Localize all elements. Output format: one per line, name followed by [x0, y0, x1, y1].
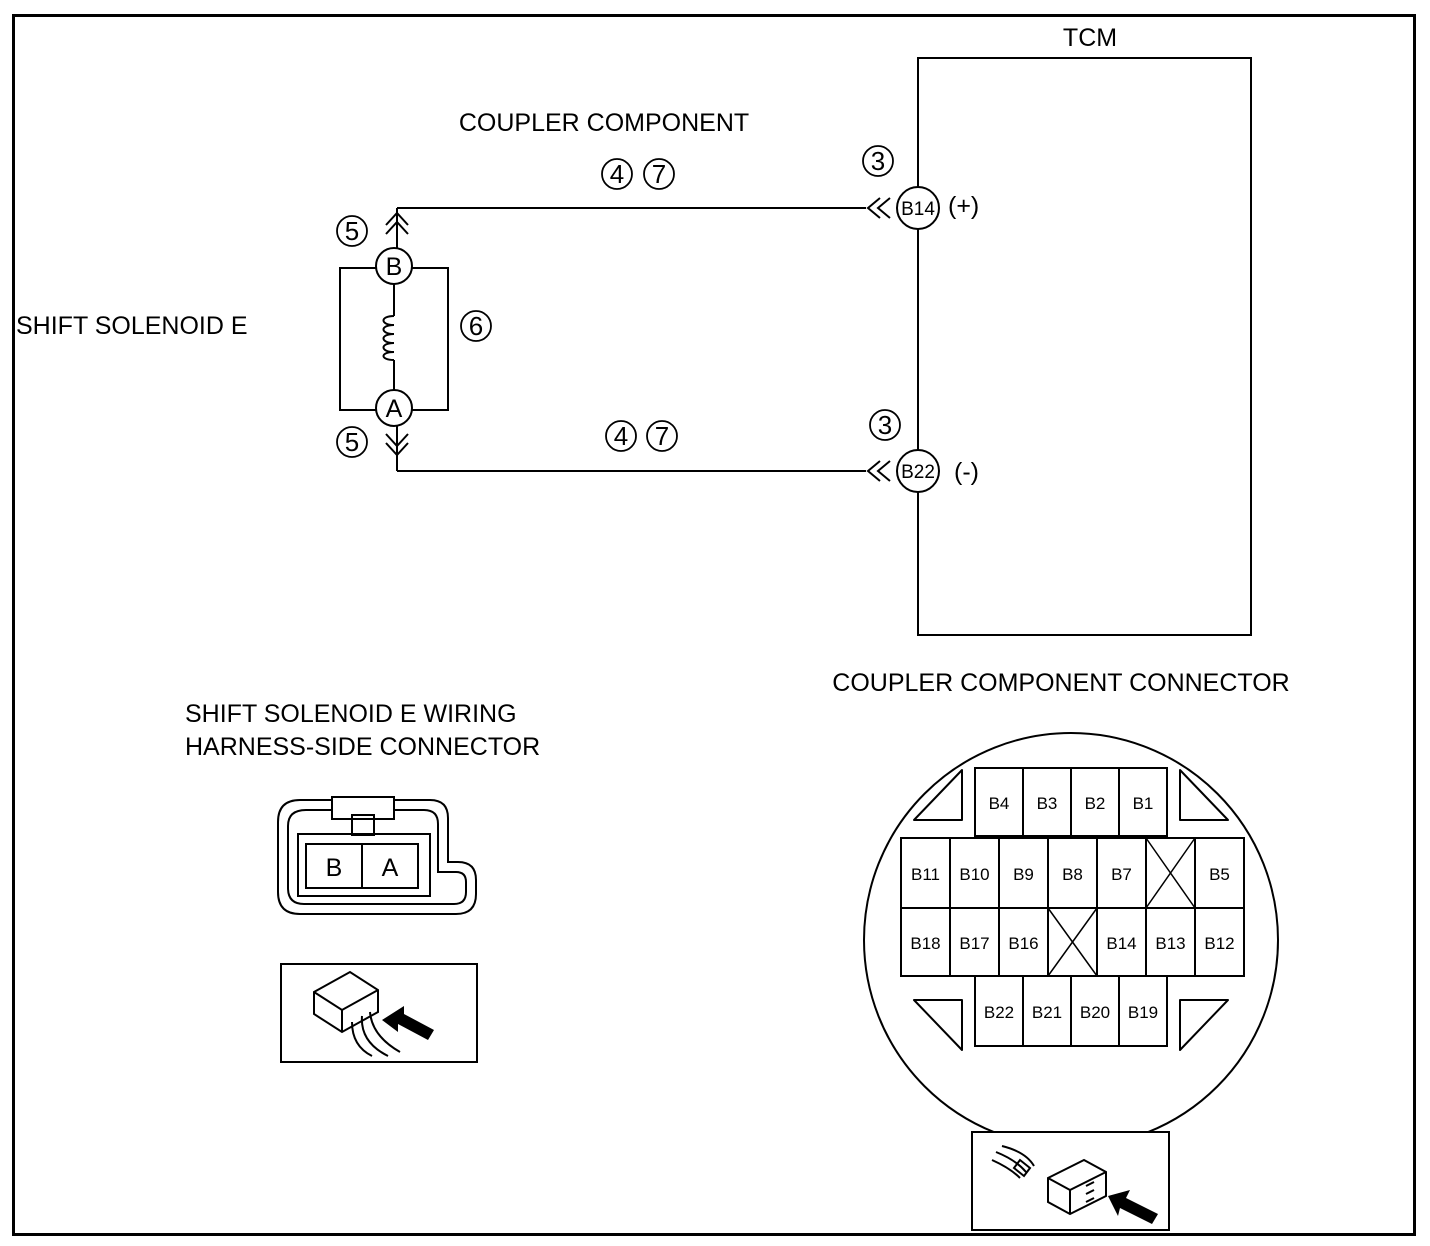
pin-cell	[998, 837, 1049, 909]
pin-label: B20	[1080, 1003, 1110, 1022]
pin-label: B2	[1085, 794, 1106, 813]
pin-label: B12	[1204, 934, 1234, 953]
pin-label: B11	[911, 865, 940, 884]
pin-label: B21	[1032, 1003, 1062, 1022]
terminal-a	[375, 389, 413, 427]
coupler-plug-view-icon	[991, 1145, 1107, 1216]
step-6-coil: 6	[469, 311, 483, 341]
pin-label: B4	[989, 794, 1010, 813]
pin-cell	[900, 837, 951, 909]
tcm-pin-b14-polarity: (+)	[948, 192, 979, 220]
harness-pin-a: A	[382, 854, 399, 882]
connector-plug-view-icon	[313, 970, 401, 1057]
pin-label: B22	[984, 1003, 1014, 1022]
tcm-box	[917, 57, 1252, 636]
tcm-pin-b22	[896, 449, 940, 493]
step-4-bottom: 4	[614, 421, 628, 451]
pin-label: B5	[1209, 865, 1230, 884]
pin-label: B17	[959, 934, 989, 953]
tcm-pin-b14-label: B14	[901, 199, 935, 220]
coupler-component-label: COUPLER COMPONENT	[459, 109, 749, 137]
tcm-pin-b14	[896, 186, 940, 230]
pin-cell	[1070, 767, 1120, 837]
pin-cell	[1047, 837, 1098, 909]
pin-label: B8	[1062, 865, 1083, 884]
empty-pin-cross-icon	[1047, 907, 1098, 977]
tcm-label: TCM	[1063, 24, 1117, 52]
pin-cell	[1022, 975, 1072, 1047]
coil-icon	[382, 315, 395, 361]
pin-cell	[974, 975, 1024, 1047]
coupler-connector-label: COUPLER COMPONENT CONNECTOR	[832, 669, 1289, 697]
harness-connector-drawing	[277, 796, 477, 915]
view-direction-arrow-icon	[382, 1006, 434, 1040]
step-4-top: 4	[610, 159, 624, 189]
pin-cell	[1022, 767, 1072, 837]
terminal-b	[375, 247, 413, 285]
step-5-bottom: 5	[345, 427, 359, 457]
tcm-connector-chevron-icon	[866, 197, 891, 482]
pin-label: B7	[1111, 865, 1132, 884]
pin-label: B13	[1155, 934, 1185, 953]
shift-solenoid-label: SHIFT SOLENOID E	[16, 312, 248, 340]
pin-cell	[1118, 767, 1168, 837]
pin-label: B14	[1106, 934, 1136, 953]
terminal-a-label: A	[386, 395, 403, 423]
harness-connector-label-line2: HARNESS-SIDE CONNECTOR	[185, 733, 540, 761]
pin-label: B16	[1008, 934, 1038, 953]
pin-cell	[1118, 975, 1168, 1047]
coupler-view-arrow-icon	[1108, 1190, 1158, 1224]
connector-chevron-icon	[385, 211, 409, 457]
pin-cell	[949, 837, 1000, 909]
harness-pin-b: B	[326, 854, 343, 882]
step-3-top: 3	[871, 146, 885, 176]
harness-view-box	[280, 963, 478, 1063]
pin-label: B9	[1013, 865, 1034, 884]
coupler-guide-tabs	[913, 769, 1229, 1051]
pin-cell	[1145, 907, 1196, 977]
terminal-b-label: B	[386, 253, 403, 281]
pin-cell	[1096, 837, 1147, 909]
step-3-bottom: 3	[878, 410, 892, 440]
pin-label: B10	[959, 865, 989, 884]
step-5-top: 5	[345, 216, 359, 246]
pin-cell	[1070, 975, 1120, 1047]
pin-label: B18	[910, 934, 940, 953]
pin-cell	[1194, 907, 1245, 977]
tcm-pin-b22-polarity: (-)	[954, 458, 979, 486]
diagram-frame	[12, 14, 1416, 1236]
empty-pin-cross-icon	[1145, 837, 1196, 909]
step-7-bottom: 7	[655, 421, 669, 451]
tcm-pin-b22-label: B22	[901, 462, 935, 483]
pin-label: B1	[1133, 794, 1154, 813]
step-7-top: 7	[652, 159, 666, 189]
pin-label: B3	[1037, 794, 1058, 813]
pin-cell	[900, 907, 951, 977]
harness-connector-label-line1: SHIFT SOLENOID E WIRING	[185, 700, 517, 728]
pin-label: B19	[1128, 1003, 1158, 1022]
